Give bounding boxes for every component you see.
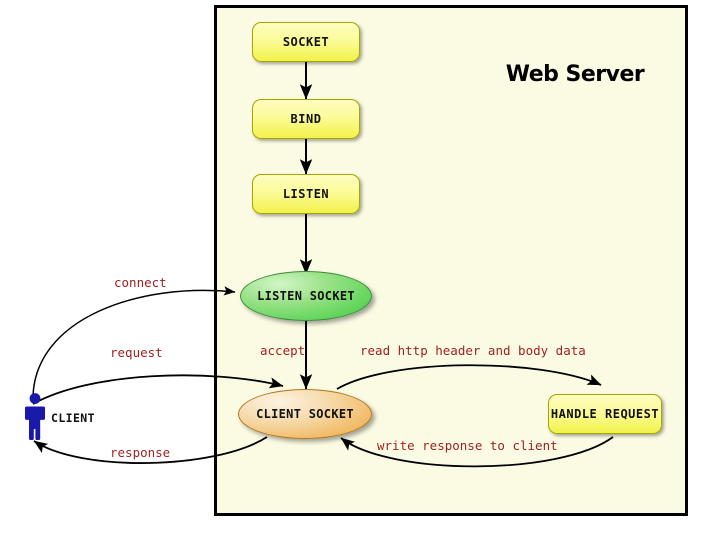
node-client-socket[interactable]: CLIENT SOCKET bbox=[238, 389, 372, 439]
edge-label-write: write response to client bbox=[377, 438, 558, 453]
node-listen[interactable]: LISTEN bbox=[252, 174, 360, 214]
edge-label-request: request bbox=[110, 345, 163, 360]
node-listen-socket-label: LISTEN SOCKET bbox=[257, 289, 355, 303]
node-bind[interactable]: BIND bbox=[252, 99, 360, 139]
node-listen-socket[interactable]: LISTEN SOCKET bbox=[240, 271, 372, 321]
node-handle-request[interactable]: HANDLE REQUEST bbox=[548, 394, 662, 434]
edge-label-connect: connect bbox=[114, 275, 167, 290]
page-title: Web Server bbox=[505, 62, 645, 87]
node-handle-request-label: HANDLE REQUEST bbox=[550, 407, 660, 421]
edge-label-accept: accept bbox=[260, 343, 306, 358]
actor-label: CLIENT bbox=[51, 411, 95, 425]
node-listen-label: LISTEN bbox=[282, 187, 330, 201]
node-client-socket-label: CLIENT SOCKET bbox=[256, 407, 354, 421]
person-icon bbox=[25, 393, 45, 440]
edge-label-read: read http header and body data bbox=[360, 343, 586, 358]
edge-label-response: response bbox=[110, 445, 171, 460]
node-bind-label: BIND bbox=[290, 112, 322, 126]
node-socket[interactable]: SOCKET bbox=[252, 22, 360, 62]
node-socket-label: SOCKET bbox=[282, 35, 330, 49]
